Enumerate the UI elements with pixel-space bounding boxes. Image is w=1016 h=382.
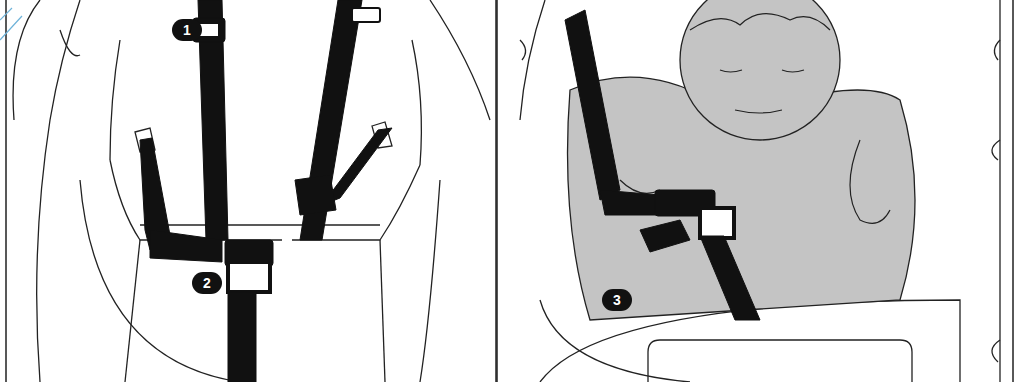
callout-number: 1 [172,19,202,41]
callout-number: 2 [192,272,222,294]
callout-number: 3 [602,289,632,311]
